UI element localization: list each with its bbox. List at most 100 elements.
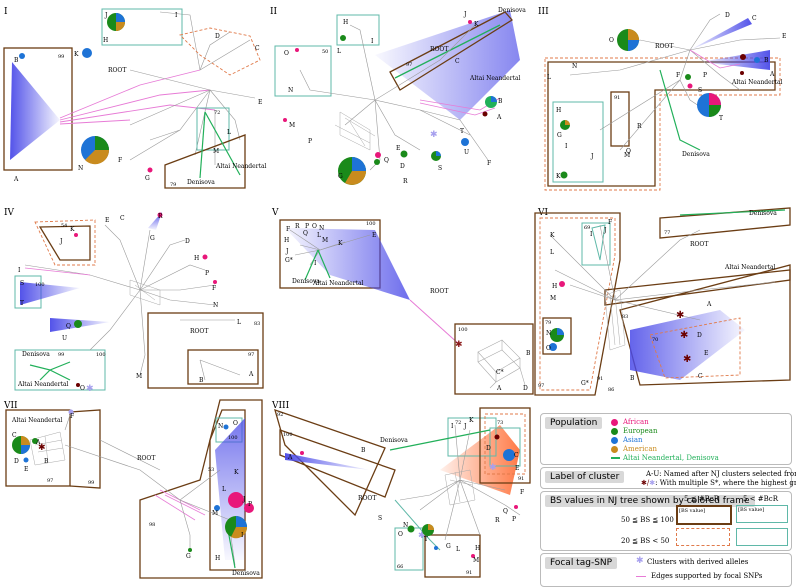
node-label: F bbox=[520, 489, 524, 496]
node-label: 97 bbox=[248, 352, 254, 358]
node-label: F bbox=[608, 219, 612, 226]
frame-brown bbox=[187, 349, 259, 385]
panel-I: I 99 B A C D E F G H I J K L M N ROOT Al… bbox=[3, 7, 267, 189]
network-mesh bbox=[477, 339, 526, 389]
frame-brown bbox=[139, 399, 263, 579]
network-mesh bbox=[29, 431, 66, 466]
node-label: U bbox=[62, 335, 67, 342]
panel-II: II ✱ A B C D E F G H I J K L M N O P Q R… bbox=[270, 7, 526, 185]
node-label: C bbox=[12, 432, 17, 439]
pie-chart bbox=[422, 524, 434, 536]
frame-teal bbox=[581, 222, 611, 266]
tree-edges bbox=[129, 11, 256, 165]
svg-text:✱: ✱ bbox=[430, 130, 438, 140]
node-label: Denisova bbox=[498, 7, 526, 14]
node-label: L bbox=[227, 129, 231, 136]
node-label: 53 bbox=[208, 467, 214, 473]
frame-brown bbox=[454, 323, 534, 395]
pie-chart bbox=[81, 136, 110, 165]
svg-text:✱: ✱ bbox=[683, 354, 691, 365]
svg-text:✱: ✱ bbox=[676, 310, 684, 321]
node-label: K bbox=[469, 417, 474, 424]
node-label: M bbox=[212, 510, 218, 517]
node-label: B bbox=[14, 57, 19, 64]
node-label: L bbox=[237, 319, 241, 326]
focal-edges bbox=[154, 489, 206, 521]
node-label: Q bbox=[303, 230, 308, 237]
bs-value: 99 bbox=[58, 54, 64, 60]
panel-IV: IV ✱ A B C D E F G H I J K L M N O P Q R… bbox=[4, 208, 264, 394]
node-label: ROOT bbox=[430, 288, 448, 295]
node-label: 98 bbox=[149, 522, 155, 528]
node-label: L bbox=[550, 249, 554, 256]
node-label: T bbox=[719, 115, 723, 122]
node-label: 92 bbox=[277, 412, 283, 418]
node-label: K bbox=[74, 51, 79, 58]
node-label: Denisova bbox=[187, 179, 215, 186]
node-label: O bbox=[233, 420, 238, 427]
node-label: K bbox=[556, 173, 561, 180]
node-label: N bbox=[572, 63, 577, 70]
svg-text:✱: ✱ bbox=[455, 340, 463, 350]
node-label: A bbox=[496, 114, 502, 121]
node-label: Altai Neandertal bbox=[11, 417, 63, 424]
node-label: III bbox=[538, 7, 549, 17]
node-label: 91 bbox=[518, 476, 524, 482]
node-label: D bbox=[185, 238, 190, 245]
node-label: C bbox=[752, 15, 757, 22]
node-label: S bbox=[438, 165, 442, 172]
node-label: O bbox=[80, 385, 85, 392]
node-label: 83 bbox=[622, 314, 628, 320]
node-label: ROOT bbox=[430, 46, 448, 53]
node-label: 72 bbox=[214, 110, 220, 116]
node-label: 73 bbox=[497, 420, 503, 426]
node-label: ROOT bbox=[190, 328, 208, 335]
swatch-dashed bbox=[676, 528, 730, 546]
frame-teal bbox=[552, 101, 604, 183]
node-label: M bbox=[289, 122, 295, 129]
node-label: D bbox=[523, 385, 528, 392]
node-label: L bbox=[547, 74, 551, 81]
node-label: A bbox=[769, 71, 775, 78]
node-label: F bbox=[212, 285, 216, 292]
frame-teal bbox=[336, 14, 380, 46]
node-label: 70 bbox=[652, 337, 658, 343]
swatch-teal: [BS value] bbox=[736, 505, 788, 523]
node-label: 50 bbox=[322, 49, 328, 55]
frame-brown bbox=[147, 312, 264, 389]
node-label: R bbox=[495, 517, 500, 524]
node-label: 97 bbox=[538, 383, 544, 389]
swatch-teal-light bbox=[736, 528, 788, 546]
node-label: B bbox=[630, 375, 635, 382]
node-label: R bbox=[295, 223, 300, 230]
node-label: J bbox=[463, 11, 467, 18]
node-label: E bbox=[24, 466, 28, 473]
node-asian bbox=[82, 48, 92, 58]
node-label: G bbox=[557, 132, 562, 139]
node-label: E bbox=[372, 232, 376, 239]
node-label: Altai Neandertal bbox=[312, 280, 364, 287]
node-label: B bbox=[44, 458, 49, 465]
node-label: Denisova bbox=[380, 437, 408, 444]
node-label: 54 bbox=[61, 223, 67, 229]
node-label: C bbox=[698, 373, 703, 380]
node-label: Denisova bbox=[749, 210, 777, 217]
node-label: H bbox=[343, 19, 348, 26]
frame-brown bbox=[547, 61, 776, 187]
network-mesh bbox=[129, 279, 161, 306]
node-label: G bbox=[446, 543, 451, 550]
pie-chart bbox=[225, 516, 248, 539]
frame-dashed bbox=[34, 219, 96, 266]
tree-edges bbox=[399, 424, 521, 541]
node-label: 83 bbox=[254, 321, 260, 327]
node-label: J bbox=[463, 423, 467, 430]
node-label: Q bbox=[384, 157, 389, 164]
node-label: B bbox=[361, 447, 366, 454]
node-label: Denisova bbox=[22, 351, 50, 358]
node-label: B bbox=[498, 98, 503, 105]
svg-text:✱: ✱ bbox=[38, 443, 46, 453]
node-label: ROOT bbox=[137, 455, 155, 462]
node-label: D bbox=[400, 163, 405, 170]
node-label: F bbox=[118, 157, 122, 164]
node-label: I bbox=[18, 267, 21, 274]
